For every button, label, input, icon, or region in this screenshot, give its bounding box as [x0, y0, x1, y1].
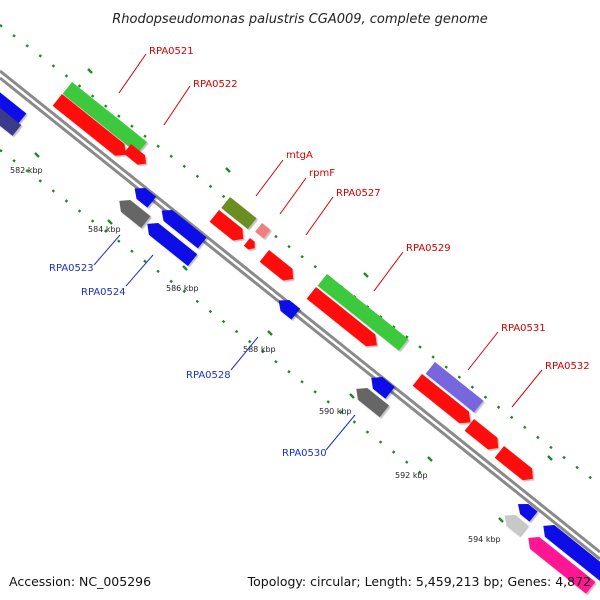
leader-rpa0530 — [325, 414, 356, 451]
backbone-strand-outer — [0, 69, 600, 554]
tick-label-594: 594 kbp — [468, 535, 501, 544]
genome-backbone — [0, 69, 600, 561]
leader-rpa0522 — [163, 85, 191, 126]
gene-rpa0529[interactable] — [317, 274, 409, 351]
gene-edge-blue-b[interactable] — [539, 520, 600, 582]
gene-left-purple[interactable] — [0, 100, 22, 136]
label-rpa0521: RPA0521 — [149, 46, 194, 57]
tick-590 — [349, 393, 355, 399]
genes — [0, 82, 600, 594]
tick-label-584: 584 kbp — [88, 225, 121, 234]
leader-rpa0528 — [230, 336, 259, 371]
tick-584 — [107, 219, 113, 225]
tick-outer-3 — [363, 272, 369, 278]
label-rpa0532: RPA0532 — [545, 361, 590, 372]
gene-rpa0532-a[interactable] — [412, 374, 475, 428]
gene-rpa0524-a[interactable] — [157, 205, 207, 249]
gene-rpa0521[interactable] — [62, 82, 147, 154]
accession-text: Accession: NC_005296 — [9, 574, 151, 589]
gene-rpa0522-a[interactable] — [52, 94, 131, 161]
gene-rpa0527-c[interactable] — [259, 250, 298, 285]
leader-rpa0529 — [373, 251, 404, 292]
leader-rpa0527 — [305, 196, 334, 236]
gene-rpa0530-a[interactable] — [367, 372, 395, 399]
leader-mtga — [255, 159, 284, 197]
label-rpa0528: RPA0528 — [186, 370, 231, 381]
tick-586 — [182, 265, 188, 271]
tick-labels: 582 kbp 584 kbp 586 kbp 588 kbp 590 kbp … — [10, 166, 501, 544]
leader-rpa0521 — [118, 53, 147, 94]
gene-rpmf[interactable] — [255, 223, 271, 239]
leader-rpa0524 — [125, 254, 154, 287]
gene-rpa0532-c[interactable] — [494, 446, 538, 485]
label-mtga: mtgA — [286, 150, 313, 161]
gene-mtga[interactable] — [221, 197, 257, 230]
gene-edge-lightgrey[interactable] — [500, 510, 528, 536]
genome-title: Rhodopseudomonas palustris CGA009, compl… — [112, 12, 488, 27]
topology-text: Topology: circular; Length: 5,459,213 bp… — [247, 574, 591, 589]
label-rpa0523: RPA0523 — [49, 263, 94, 274]
gene-rpa0522-b[interactable] — [123, 144, 150, 168]
backbone-strand-inner — [0, 76, 600, 561]
gene-rpa0527-b[interactable] — [243, 238, 258, 252]
label-rpa0530: RPA0530 — [282, 448, 327, 459]
tick-label-586: 586 kbp — [166, 284, 199, 293]
leader-rpa0532 — [511, 369, 543, 408]
gene-rpa0527-a[interactable] — [209, 210, 248, 245]
tick-588 — [267, 330, 273, 336]
leader-rpa0523 — [93, 234, 121, 266]
tick-label-582: 582 kbp — [10, 166, 43, 175]
gene-rpa0523-a[interactable] — [130, 183, 157, 208]
track-guide-outer — [0, 24, 600, 486]
tick-marks — [34, 68, 553, 523]
tick-outer-4 — [547, 455, 553, 461]
tick-582 — [34, 152, 40, 158]
label-rpa0527: RPA0527 — [336, 188, 381, 199]
gene-rpa0528[interactable] — [274, 295, 301, 320]
label-rpa0522: RPA0522 — [193, 79, 238, 90]
label-leaders — [93, 53, 543, 451]
tick-outer-1 — [87, 68, 93, 74]
tick-outer-2 — [225, 167, 231, 173]
gene-edge-pink[interactable] — [524, 532, 596, 594]
label-rpa0531: RPA0531 — [501, 323, 546, 334]
leader-rpa0531 — [467, 331, 499, 371]
tick-592 — [427, 456, 433, 462]
gene-edge-blue-a[interactable] — [514, 499, 538, 522]
tick-label-590: 590 kbp — [319, 407, 352, 416]
leader-rpmf — [279, 177, 307, 215]
gene-rpa0530-b[interactable] — [352, 383, 390, 418]
gene-rpa0529-rev[interactable] — [306, 287, 382, 351]
tick-label-588: 588 kbp — [243, 345, 276, 354]
gene-rpa0524-b[interactable] — [143, 218, 198, 266]
label-rpa0529: RPA0529 — [406, 243, 451, 254]
gene-rpa0531[interactable] — [425, 362, 484, 413]
label-rpmf: rpmF — [309, 168, 335, 179]
tick-label-592: 592 kbp — [395, 471, 428, 480]
label-rpa0524: RPA0524 — [81, 287, 126, 298]
gene-rpa0523-b[interactable] — [115, 195, 151, 228]
tick-594 — [498, 517, 504, 523]
gene-left-blue[interactable] — [0, 86, 27, 126]
gene-labels: RPA0521 RPA0522 mtgA rpmF RPA0527 RPA052… — [49, 46, 590, 459]
gene-rpa0532-b[interactable] — [464, 419, 503, 454]
